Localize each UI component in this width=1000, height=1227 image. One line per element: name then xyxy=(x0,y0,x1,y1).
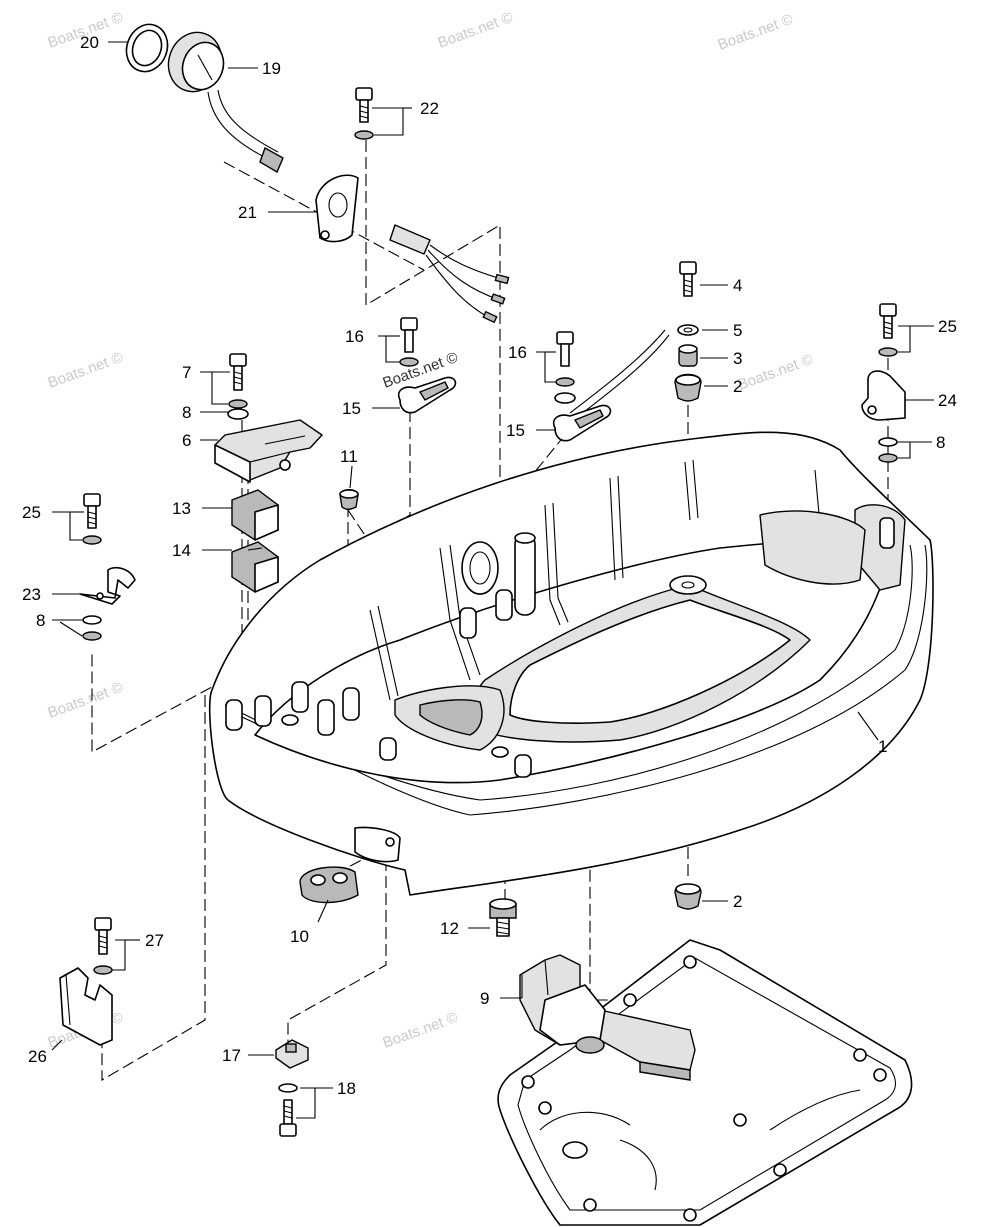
harness-21 xyxy=(315,174,510,324)
callout-2: 2 xyxy=(733,377,742,396)
plug-12 xyxy=(489,898,517,937)
latch-6 xyxy=(214,419,323,483)
callout-27: 27 xyxy=(145,931,164,950)
o-ring-20 xyxy=(125,23,169,73)
callout-7: 7 xyxy=(182,363,191,382)
screw-18 xyxy=(278,1083,298,1137)
watermark: Boats.net © xyxy=(436,9,516,52)
bolt-25-right xyxy=(861,303,906,463)
callout-18: 18 xyxy=(337,1079,356,1098)
bolt-25-left xyxy=(79,493,136,641)
callout-14: 14 xyxy=(172,541,191,560)
bracket-26 xyxy=(59,967,113,1046)
callout-11: 11 xyxy=(340,447,358,466)
callout-5: 5 xyxy=(733,321,742,340)
block-14 xyxy=(231,541,279,593)
callout-20: 20 xyxy=(80,33,99,52)
callout-25: 25 xyxy=(22,503,41,522)
callout-10: 10 xyxy=(290,927,309,946)
watermark: Boats.net © xyxy=(736,351,816,394)
callout-21: 21 xyxy=(238,203,257,222)
bolt-27 xyxy=(93,917,113,975)
callout-1: 1 xyxy=(878,737,887,756)
callout-3: 3 xyxy=(733,349,742,368)
watermark: Boats.net © xyxy=(381,1009,461,1052)
callout-16: 16 xyxy=(508,343,527,362)
callout-2: 2 xyxy=(733,892,742,911)
callout-26: 26 xyxy=(28,1047,47,1066)
callout-19: 19 xyxy=(262,59,281,78)
callout-17: 17 xyxy=(222,1046,241,1065)
callout-8: 8 xyxy=(936,433,945,452)
leader-lines xyxy=(51,41,934,1119)
watermark: Boats.net © xyxy=(716,11,796,54)
watermark: Boats.net © xyxy=(46,349,126,392)
callout-24: 24 xyxy=(938,391,957,410)
callout-8: 8 xyxy=(36,611,45,630)
callout-13: 13 xyxy=(172,499,191,518)
grommet-11 xyxy=(339,489,359,510)
callout-15: 15 xyxy=(342,399,361,418)
callout-12: 12 xyxy=(440,919,459,938)
bolt-22 xyxy=(354,87,374,140)
callout-9: 9 xyxy=(480,989,489,1008)
clip-17 xyxy=(275,1039,309,1069)
callout-8: 8 xyxy=(182,403,191,422)
callouts: 20 19 22 21 4 5 3 2 16 15 16 15 25 24 8 … xyxy=(22,33,957,1098)
bolt-16-left xyxy=(397,317,457,414)
grommet-10 xyxy=(299,866,359,904)
bolt-7 xyxy=(227,353,249,420)
block-13 xyxy=(231,489,279,541)
callout-22: 22 xyxy=(420,99,439,118)
plug-19 xyxy=(167,31,284,174)
seal-bracket-9 xyxy=(519,954,696,1081)
callout-15: 15 xyxy=(506,421,525,440)
callout-16: 16 xyxy=(345,327,364,346)
callout-25: 25 xyxy=(938,317,957,336)
bolt-16-right xyxy=(552,331,612,442)
callout-6: 6 xyxy=(182,431,191,450)
bolt-4-stack xyxy=(674,261,702,402)
grommet-2-bottom xyxy=(674,883,702,910)
watermark: Boats.net © xyxy=(46,679,126,722)
callout-23: 23 xyxy=(22,585,41,604)
callout-4: 4 xyxy=(733,276,742,295)
bottom-cowl xyxy=(208,329,934,896)
